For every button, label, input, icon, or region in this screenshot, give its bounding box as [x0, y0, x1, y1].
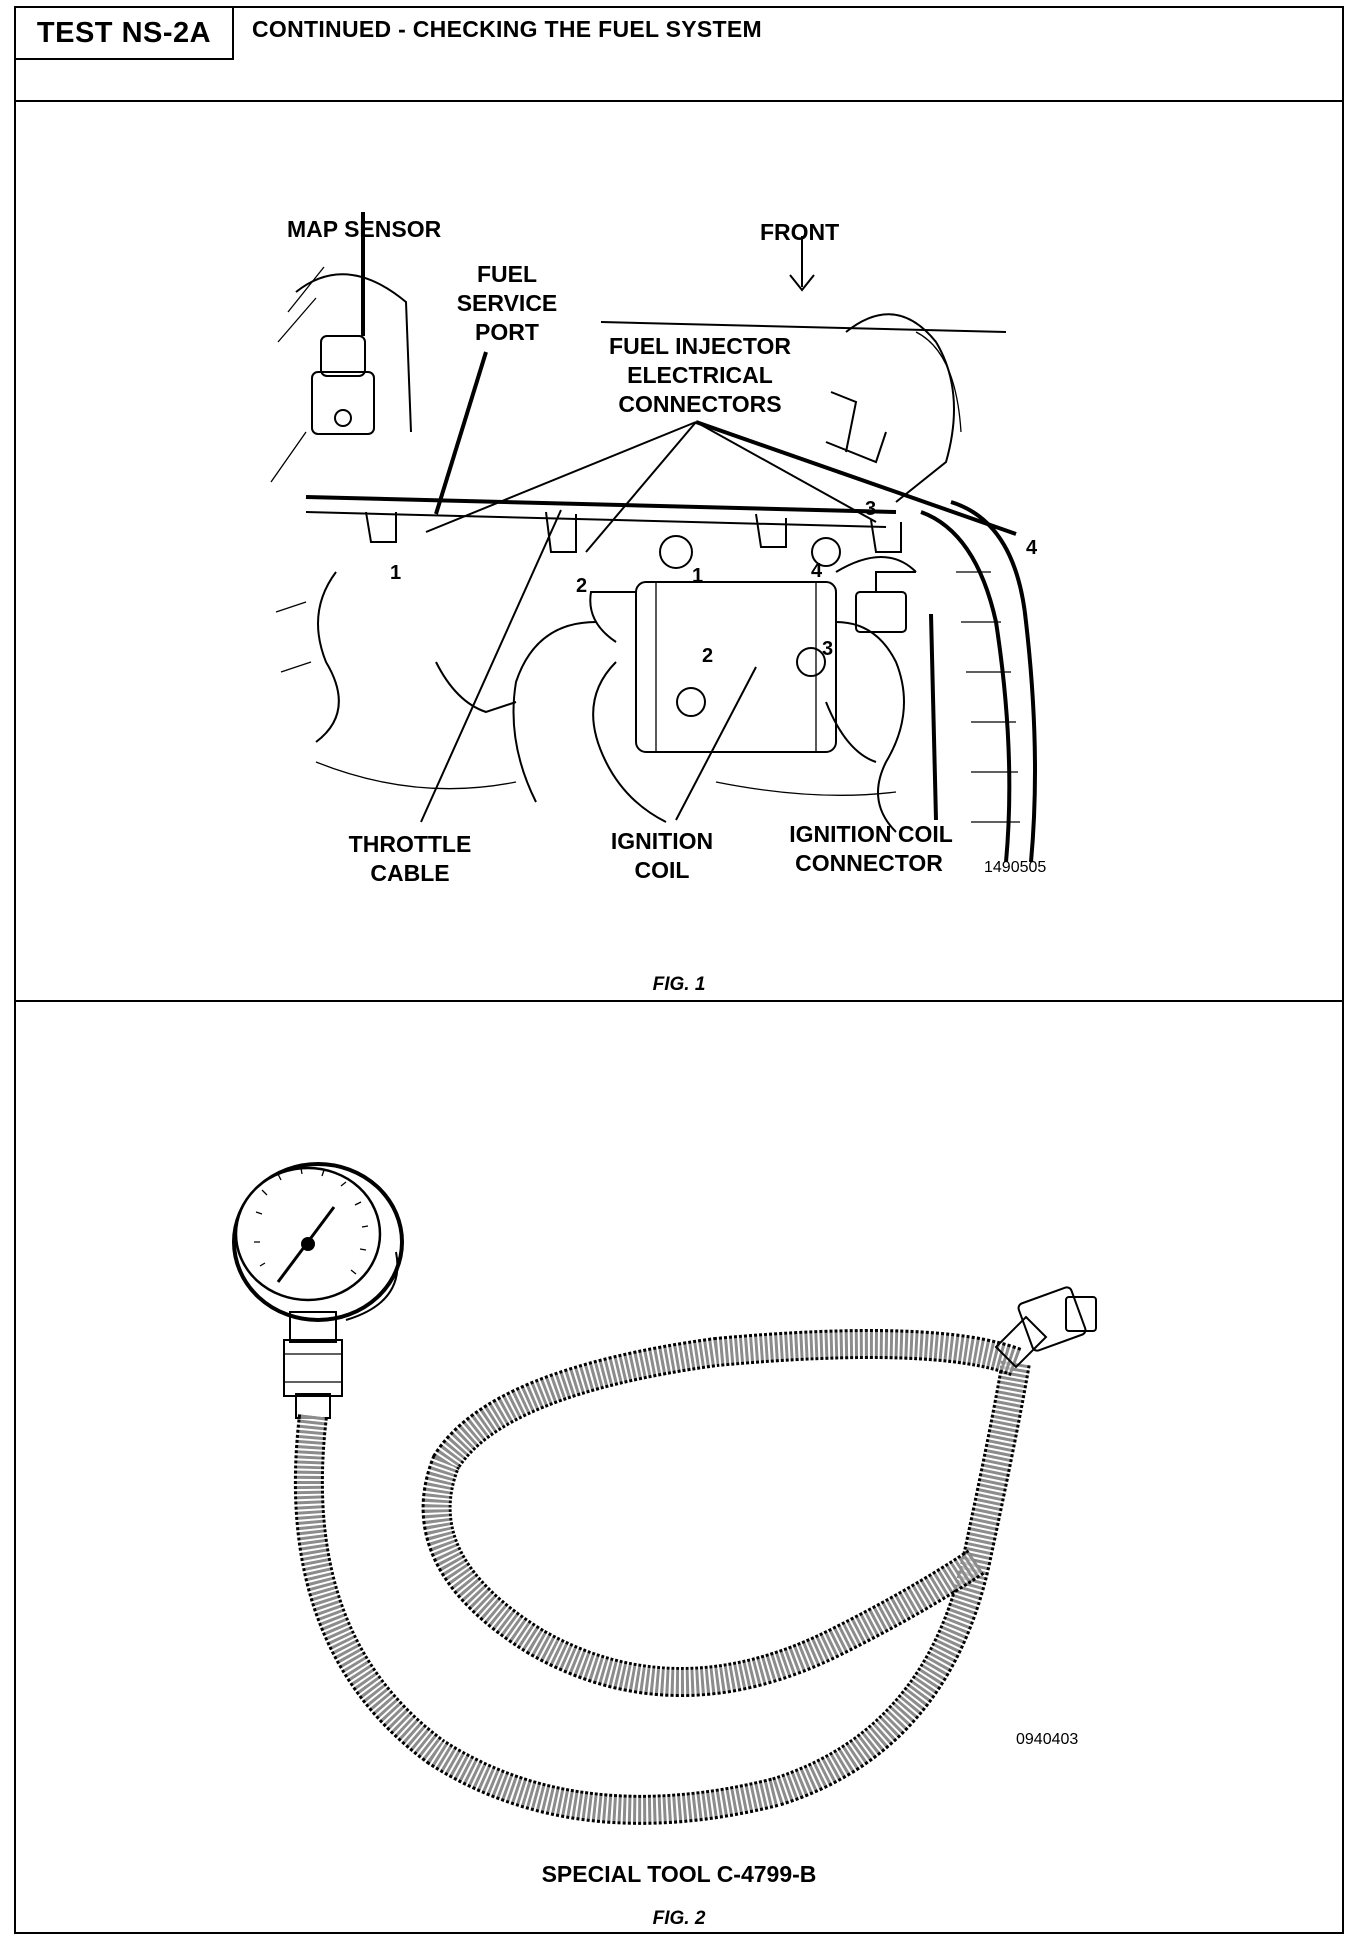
label-map-sensor: MAP SENSOR: [287, 216, 442, 242]
callout-coil-2: 2: [702, 645, 713, 667]
figure-1-caption: FIG. 1: [653, 974, 706, 995]
callout-injector-1: 1: [390, 562, 401, 584]
label-front: FRONT: [760, 219, 839, 245]
svg-text:IGNITION: IGNITION: [611, 828, 713, 854]
figure-2-ref-number: 0940403: [1016, 1731, 1078, 1748]
callout-coil-1: 1: [692, 565, 703, 587]
label-ignition-coil: IGNITION COIL: [611, 828, 713, 883]
page-header: TEST NS-2A CONTINUED - CHECKING THE FUEL…: [16, 8, 1342, 102]
callout-coil-3: 3: [822, 638, 833, 660]
figure-1-panel: MAP SENSOR FRONT FUEL SERVICE PORT FUEL …: [16, 102, 1342, 1002]
callout-injector-3: 3: [865, 498, 876, 520]
callout-coil-4: 4: [811, 560, 823, 582]
label-ignition-coil-connector: IGNITION COIL CONNECTOR: [789, 821, 953, 876]
svg-text:CABLE: CABLE: [370, 860, 449, 886]
pressure-gauge-tool-drawing: [232, 1162, 1097, 1825]
page-title: CONTINUED - CHECKING THE FUEL SYSTEM: [252, 16, 763, 42]
leader-lines: [361, 212, 1017, 823]
svg-text:SERVICE: SERVICE: [457, 290, 558, 316]
svg-text:CONNECTORS: CONNECTORS: [618, 391, 781, 417]
label-throttle-cable: THROTTLE CABLE: [349, 831, 472, 886]
label-fuel-injector-connectors: FUEL INJECTOR ELECTRICAL CONNECTORS: [609, 333, 791, 417]
svg-text:FUEL INJECTOR: FUEL INJECTOR: [609, 333, 791, 359]
label-fuel-service-port: FUEL SERVICE PORT: [457, 261, 558, 345]
document-page: TEST NS-2A CONTINUED - CHECKING THE FUEL…: [14, 6, 1344, 1934]
svg-text:IGNITION COIL: IGNITION COIL: [789, 821, 953, 847]
svg-text:PORT: PORT: [475, 319, 539, 345]
svg-text:COIL: COIL: [635, 857, 690, 883]
figure-2-panel: SPECIAL TOOL C-4799-B 0940403 FIG. 2: [16, 1002, 1342, 1932]
figure-2-caption: FIG. 2: [653, 1908, 706, 1929]
svg-text:CONNECTOR: CONNECTOR: [795, 850, 943, 876]
figure-1-ref-number: 1490505: [984, 859, 1046, 876]
figure-2-label: SPECIAL TOOL C-4799-B: [542, 1861, 817, 1887]
engine-drawing: [270, 266, 1037, 863]
svg-text:ELECTRICAL: ELECTRICAL: [627, 362, 773, 388]
figure-1-illustration: MAP SENSOR FRONT FUEL SERVICE PORT FUEL …: [270, 212, 1046, 995]
callout-injector-2: 2: [576, 575, 587, 597]
callout-injector-4: 4: [1026, 537, 1038, 559]
svg-text:FUEL: FUEL: [477, 261, 537, 287]
figure-2-illustration: SPECIAL TOOL C-4799-B 0940403 FIG. 2: [232, 1162, 1097, 1929]
svg-text:THROTTLE: THROTTLE: [349, 831, 472, 857]
test-id-box: TEST NS-2A: [16, 8, 234, 60]
